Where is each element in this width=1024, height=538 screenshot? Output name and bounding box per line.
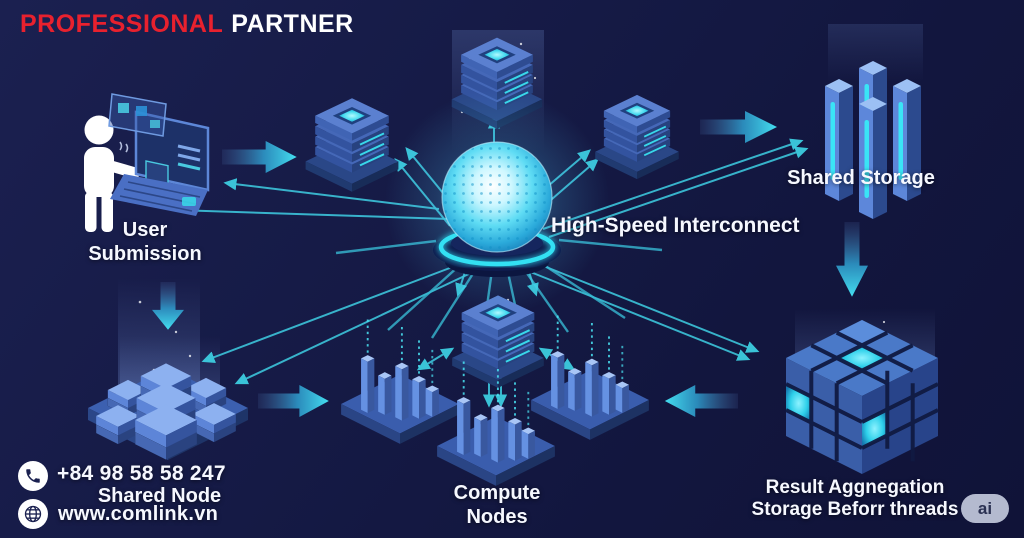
arrow-result-to-compute bbox=[664, 385, 738, 417]
result-cube-icon bbox=[785, 320, 939, 474]
arrow-user-down-to-shared-node bbox=[152, 282, 184, 330]
compute-nodes-label: Compute Nodes bbox=[453, 482, 541, 528]
person-icon bbox=[84, 115, 141, 232]
ai-badge: ai bbox=[961, 494, 1009, 523]
interconnect-label: High-Speed Interconnect bbox=[551, 214, 800, 237]
user-submission-label: User Submission bbox=[88, 219, 202, 265]
server-icon-right bbox=[594, 93, 680, 181]
brand-secondary: PARTNER bbox=[231, 10, 354, 38]
website-url: www.comlink.vn bbox=[58, 503, 219, 525]
arrow-hub-to-storage bbox=[700, 111, 777, 143]
shared-storage-label: Shared Storage bbox=[787, 167, 935, 189]
brand-primary: PROFESSIONAL bbox=[20, 10, 224, 38]
shared-node-label: Shared Node bbox=[97, 485, 222, 507]
arrow-shared-node-to-compute bbox=[258, 385, 329, 417]
interconnect-sphere bbox=[385, 90, 609, 314]
arrow-storage-down-to-result bbox=[836, 222, 868, 297]
compute-cluster-left bbox=[341, 319, 459, 444]
result-aggregation-label: Result Aggnegation Storage Beforr thread… bbox=[751, 477, 959, 521]
globe-icon bbox=[18, 499, 48, 529]
compute-cluster-right bbox=[531, 315, 649, 440]
steam-icon bbox=[119, 141, 129, 153]
server-icon-left bbox=[304, 97, 400, 193]
laptop-icon bbox=[110, 110, 210, 216]
phone-icon bbox=[18, 461, 48, 491]
phone-number: +84 98 58 58 247 bbox=[57, 462, 226, 485]
shared-node-icon bbox=[88, 363, 248, 460]
floating-window-icon bbox=[108, 93, 167, 137]
arrow-user-to-hub bbox=[222, 141, 297, 173]
flow-arrows bbox=[152, 111, 868, 417]
shared-storage-icon bbox=[825, 61, 921, 219]
